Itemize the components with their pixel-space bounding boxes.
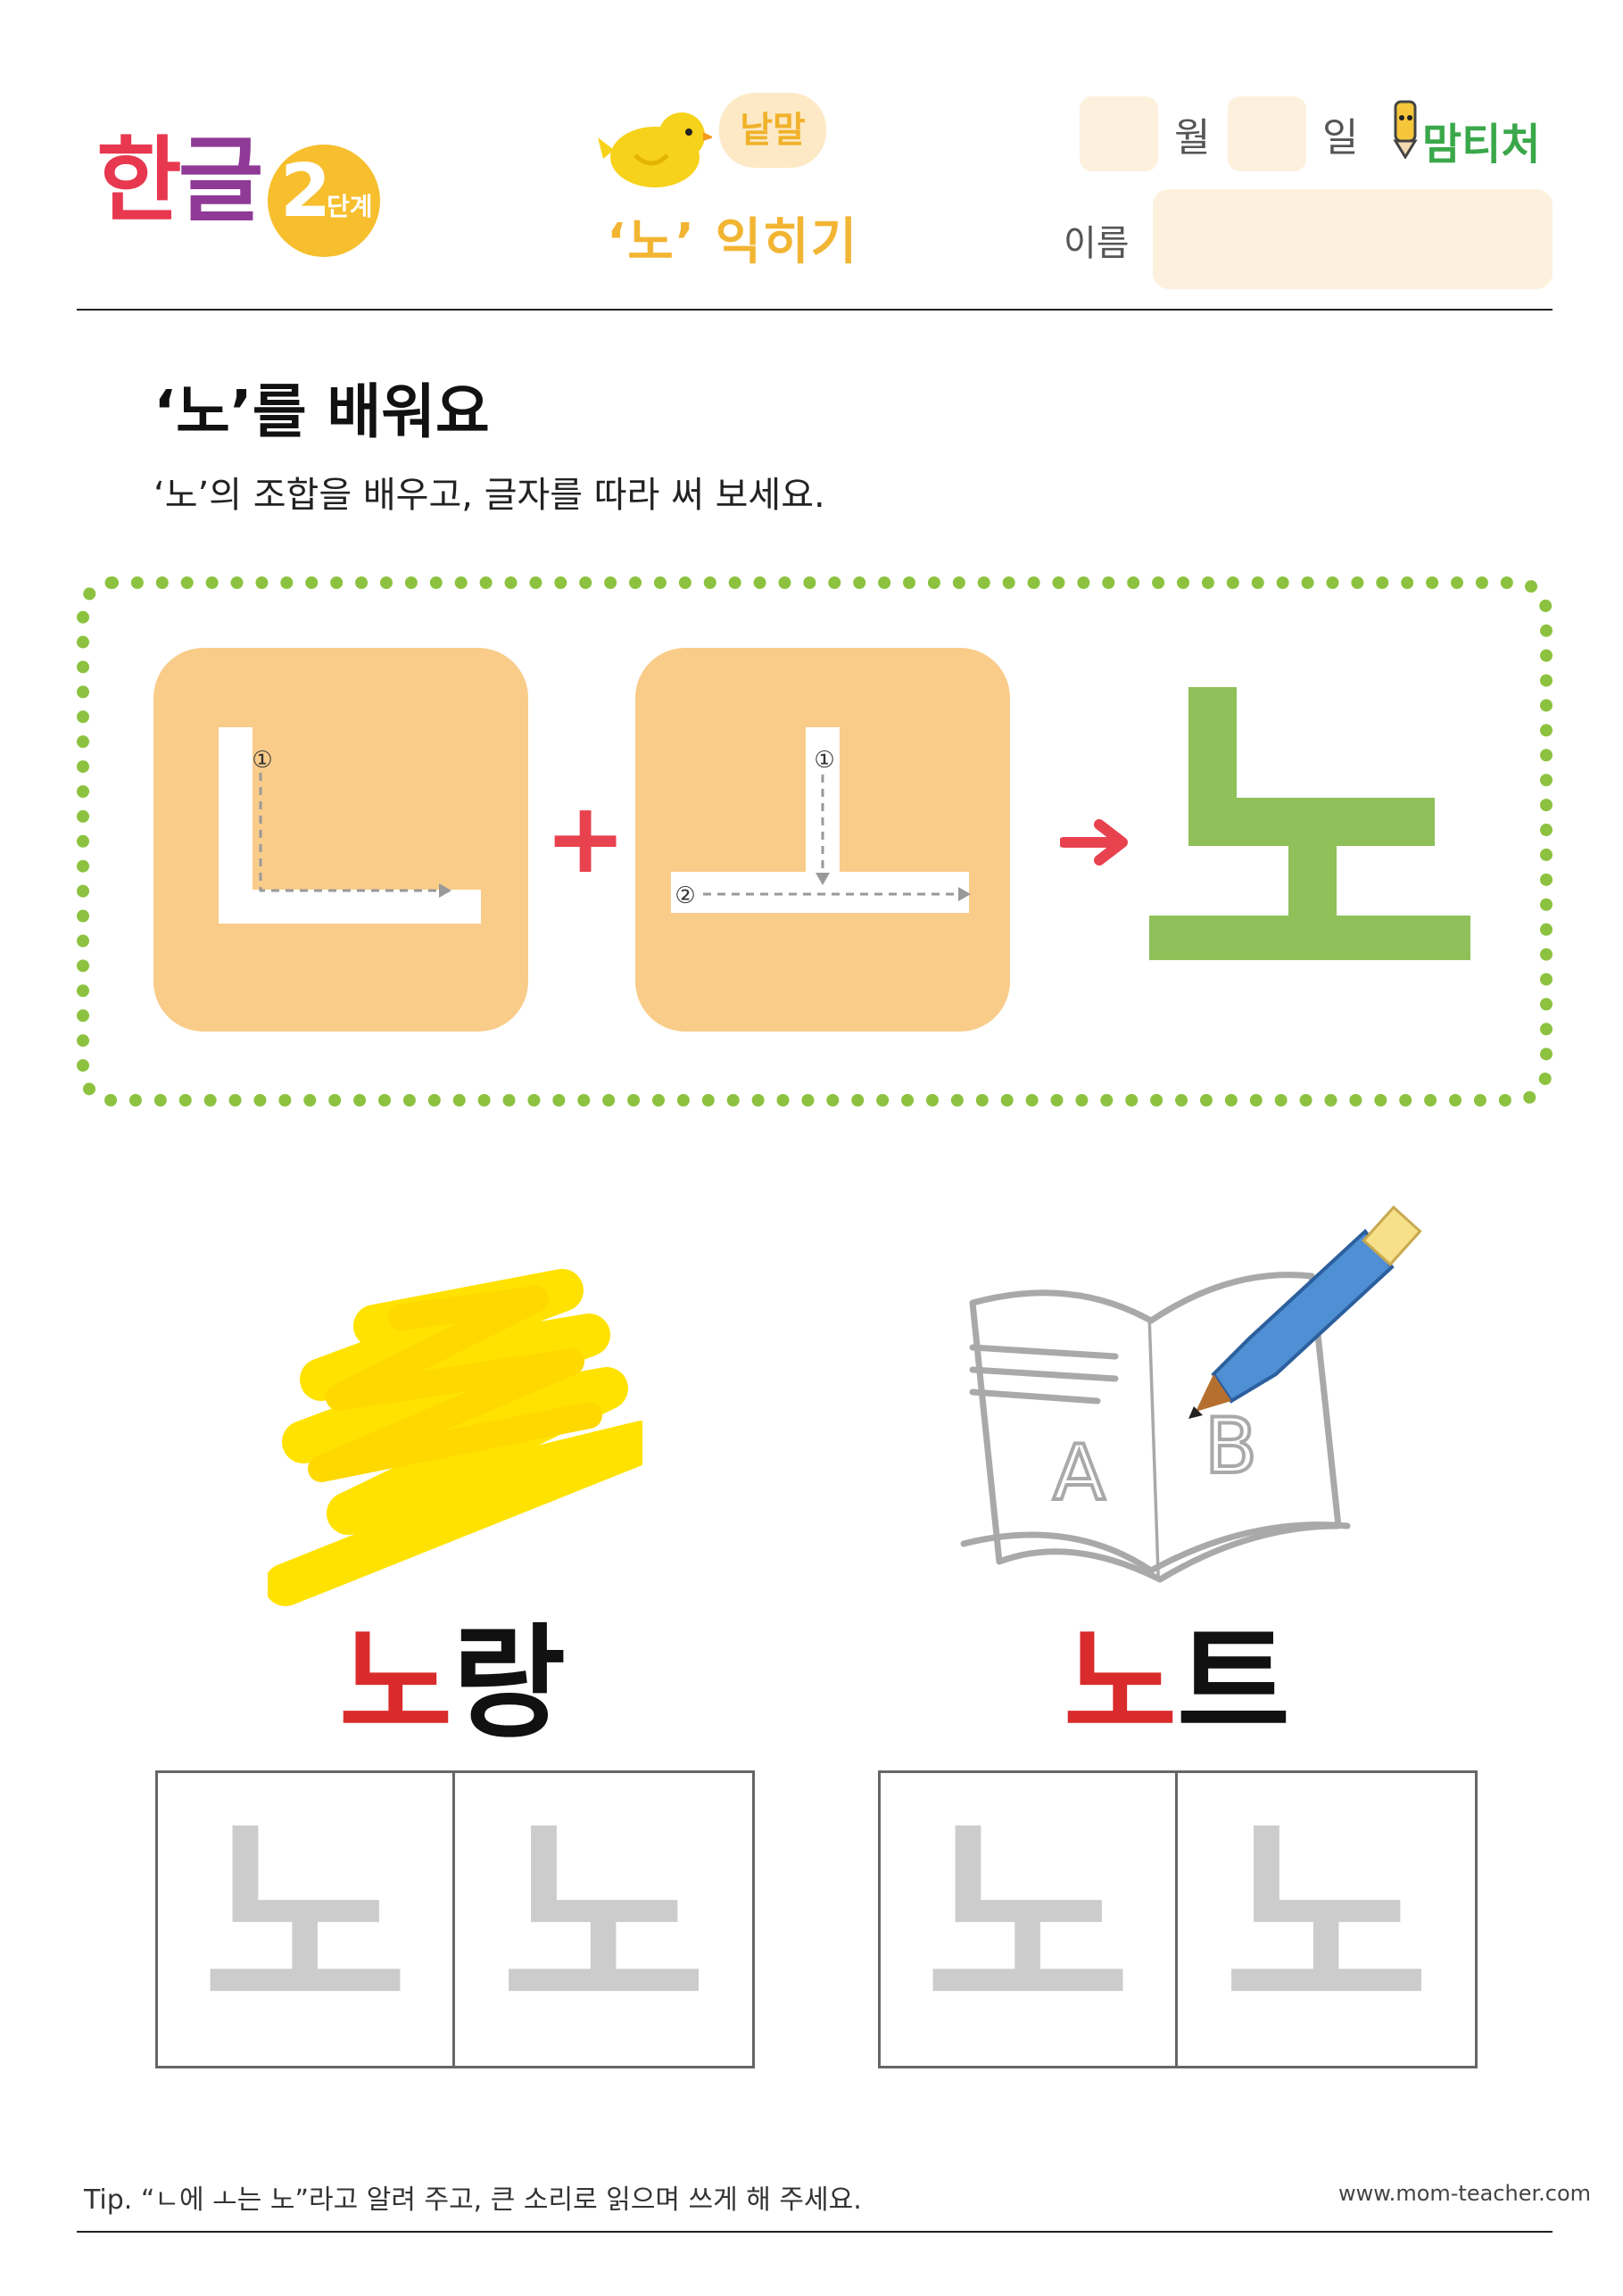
footer-tip: Tip. “ㄴ에 ㅗ는 노”라고 알려 주고, 큰 소리로 읽으며 쓰게 해 주…: [84, 2184, 862, 2216]
pencil-mascot-icon: [1388, 96, 1422, 166]
trace-grid-note: 노 노: [878, 1770, 1478, 2068]
series-logo: 한글: [96, 134, 263, 227]
plus-sign: +: [544, 781, 627, 895]
word-norang-highlight: 노: [339, 1612, 452, 1755]
consonant-tile: ①: [153, 648, 528, 1032]
header-divider: [77, 309, 1553, 311]
month-label: 월: [1174, 115, 1211, 161]
vowel-tile: ① ②: [635, 648, 1010, 1032]
notebook-letter-b: B: [1205, 1402, 1257, 1491]
consonant-stroke-guide: ①: [219, 727, 481, 924]
trace-cell[interactable]: 노: [501, 1789, 707, 2049]
pencil-icon: [1188, 1205, 1422, 1419]
trace-cell[interactable]: 노: [1223, 1789, 1429, 2049]
stroke-mark-2: ①: [814, 747, 834, 774]
arrow-right-icon: [1058, 819, 1131, 869]
stage-suffix: 단계: [327, 192, 373, 221]
trace-grid-norang: 노 노: [155, 1770, 755, 2068]
vocab-pill: 낱말: [719, 93, 826, 168]
name-label: 이름: [1064, 223, 1130, 264]
word-note-rest: 트: [1176, 1612, 1290, 1755]
stroke-mark-3: ②: [675, 883, 695, 909]
notebook-letter-a: A: [1053, 1429, 1105, 1518]
month-input-box[interactable]: [1080, 96, 1158, 171]
stage-number: 2: [280, 149, 332, 234]
lesson-description: ‘노’의 조합을 배우고, 글자를 따라 써 보세요.: [153, 475, 825, 516]
day-input-box[interactable]: [1228, 96, 1306, 171]
day-label: 일: [1322, 115, 1359, 161]
result-syllable-graphic: [1149, 687, 1479, 964]
word-note: 노트: [1064, 1622, 1290, 1745]
stroke-mark-1: ①: [252, 747, 272, 774]
topic-title: ‘노’ 익히기: [607, 213, 859, 271]
logo-char-1: 한: [96, 126, 182, 235]
chick-icon: [596, 105, 714, 198]
vowel-stroke-guide: ① ②: [671, 727, 971, 913]
trace-cell[interactable]: 노: [881, 1773, 1178, 2066]
logo-char-2: 글: [178, 126, 264, 235]
brand-logo: 맘티처: [1388, 96, 1540, 166]
lesson-title: ‘노’를 배워요: [153, 377, 490, 446]
trace-cell[interactable]: 노: [158, 1773, 455, 2066]
brand-name: 맘티처: [1422, 120, 1541, 170]
name-input-box[interactable]: [1153, 189, 1553, 289]
word-norang-rest: 랑: [451, 1612, 566, 1755]
notebook-with-pencil-image: A B: [955, 1205, 1437, 1592]
footer-url[interactable]: www.mom-teacher.com: [1338, 2181, 1592, 2206]
word-note-highlight: 노: [1064, 1612, 1177, 1755]
footer-divider: [77, 2231, 1553, 2233]
combination-frame: [77, 576, 1553, 1107]
word-norang: 노랑: [339, 1622, 566, 1745]
stage-badge: 2 단계: [268, 145, 380, 257]
yellow-crayon-scribble-image: [264, 1264, 664, 1615]
